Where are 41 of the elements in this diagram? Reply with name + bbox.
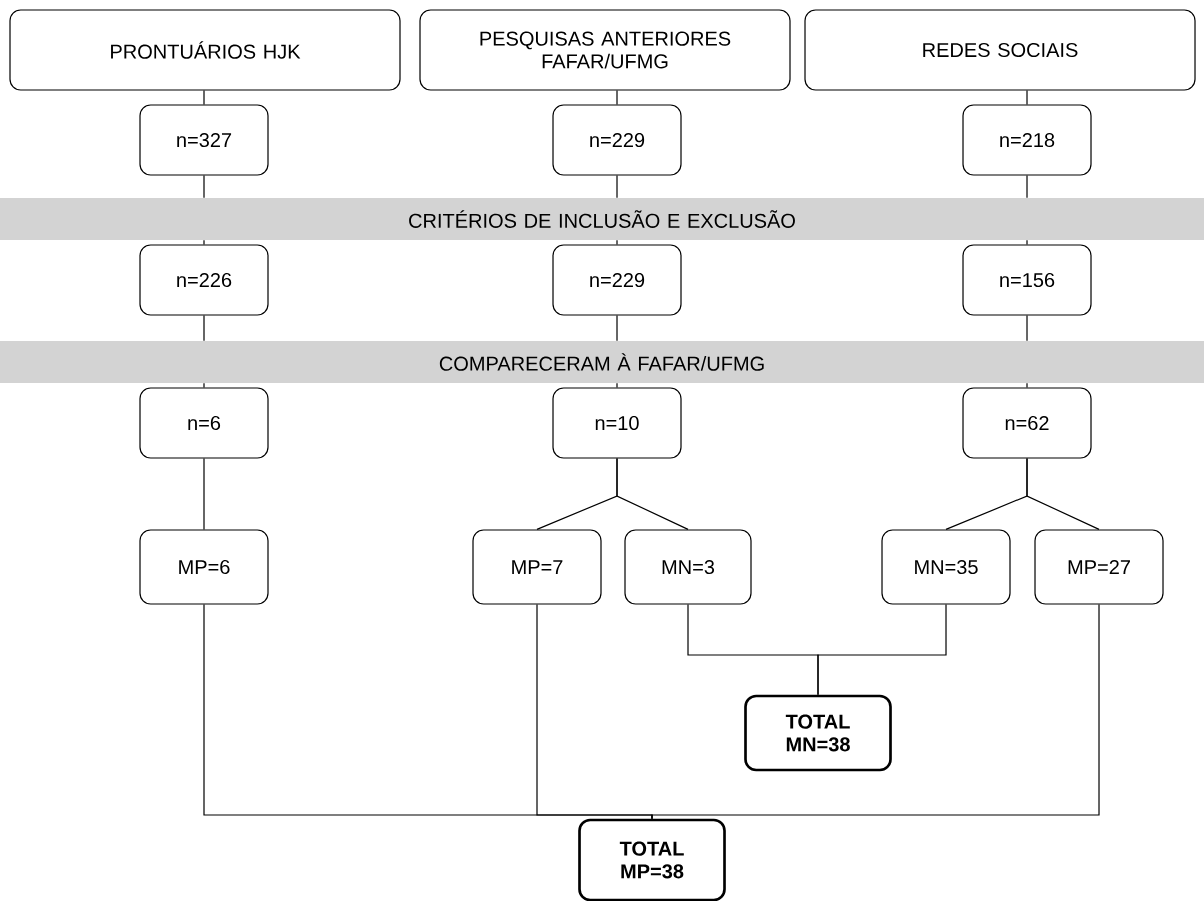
count-box: n=10 — [552, 387, 682, 459]
count-box: n=62 — [962, 387, 1092, 459]
source-box: PRONTUÁRIOS HJK — [9, 9, 401, 91]
source-box: PESQUISAS ANTERIORES FAFAR/UFMG — [419, 9, 791, 91]
count-box: MP=27 — [1034, 529, 1164, 605]
connector-line — [1026, 315, 1028, 342]
count-box: MN=3 — [624, 529, 752, 605]
total-box: TOTAL MP=38 — [578, 818, 726, 901]
connector-line — [203, 175, 205, 199]
connector-line — [1026, 239, 1028, 245]
connector-line — [616, 382, 618, 388]
connector-line — [203, 90, 205, 105]
connector-line — [1026, 175, 1028, 199]
count-box: MP=7 — [472, 529, 602, 605]
count-box: n=226 — [139, 244, 269, 316]
stage-band: CRITÉRIOS DE INCLUSÃO E EXCLUSÃO — [0, 198, 1204, 240]
count-box: n=6 — [139, 387, 269, 459]
total-box: TOTAL MN=38 — [744, 694, 892, 772]
stage-band: COMPARECERAM À FAFAR/UFMG — [0, 341, 1204, 383]
connector-line — [1026, 458, 1100, 530]
connector-line — [651, 604, 1100, 820]
count-box: n=327 — [139, 104, 269, 176]
connector-line — [1026, 382, 1028, 388]
source-box: REDES SOCIAIS — [804, 9, 1196, 91]
connector-line — [203, 315, 205, 342]
count-box: n=156 — [962, 244, 1092, 316]
connector-line — [616, 239, 618, 245]
connector-line — [616, 315, 618, 342]
connector-line — [616, 458, 689, 530]
connector-line — [616, 175, 618, 199]
connector-line — [1026, 90, 1028, 105]
connector-line — [616, 90, 618, 105]
connector-line — [203, 239, 205, 245]
count-box: MP=6 — [139, 529, 269, 605]
count-box: n=229 — [552, 244, 682, 316]
count-box: n=218 — [962, 104, 1092, 176]
connector-line — [817, 604, 947, 696]
count-box: n=229 — [552, 104, 682, 176]
connector-line — [203, 458, 205, 530]
count-box: MN=35 — [881, 529, 1011, 605]
connector-line — [203, 382, 205, 388]
